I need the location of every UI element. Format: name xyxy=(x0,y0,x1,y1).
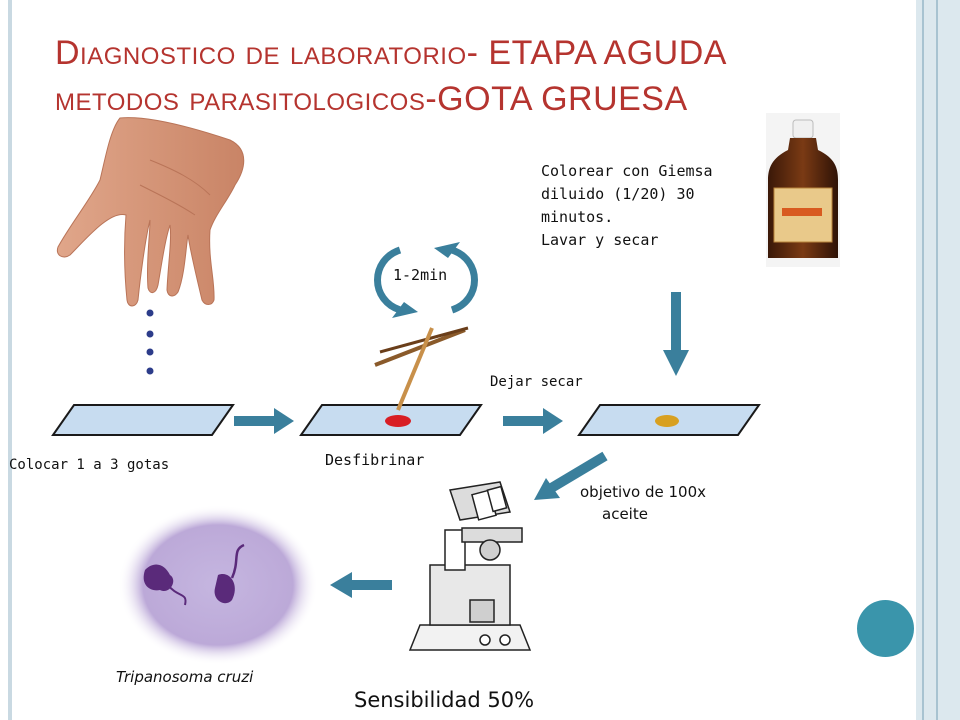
blood-drop-spot xyxy=(385,415,411,427)
title-line1-part-a: Diagnostico de laboratorio xyxy=(55,34,467,72)
label-desfibrinar: Desfibrinar xyxy=(325,451,425,469)
slide-border-left xyxy=(8,0,12,720)
rotation-arrows-icon xyxy=(374,242,478,318)
colorear-line-2: diluido (1/20) 30 xyxy=(541,185,695,203)
label-dejar-secar: Dejar secar xyxy=(490,374,583,390)
slide-title: Diagnostico de laboratorio- ETAPA AGUDA … xyxy=(55,30,815,122)
title-line1-part-b: - ETAPA AGUDA xyxy=(466,34,727,72)
glass-slide-1 xyxy=(51,404,235,436)
colorear-line-3: minutos. xyxy=(541,208,614,226)
label-objetivo: objetivo de 100x aceite xyxy=(580,481,706,525)
label-sensibilidad: Sensibilidad 50% xyxy=(354,688,535,712)
toothpicks-icon xyxy=(374,326,469,411)
accent-circle xyxy=(857,600,914,657)
blood-drops xyxy=(146,309,154,375)
label-colocar-gotas: Colocar 1 a 3 gotas xyxy=(9,457,170,473)
title-line2-part-b: -GOTA GRUESA xyxy=(425,80,688,118)
arrow-left xyxy=(330,572,392,598)
label-especie: Tripanosoma cruzi xyxy=(116,668,254,686)
title-line2-part-a: metodos parasitologicos xyxy=(55,80,426,118)
label-tiempo: 1-2min xyxy=(393,266,448,284)
trypanosome-smear-image xyxy=(118,505,318,665)
label-colorear-giemsa: Colorear con Giemsa diluido (1/20) 30 mi… xyxy=(541,160,713,252)
hand-illustration xyxy=(56,117,245,307)
microscope-icon xyxy=(408,481,532,651)
objetivo-line-2: aceite xyxy=(602,505,648,523)
colorear-line-4: Lavar y secar xyxy=(541,231,659,249)
arrow-down xyxy=(663,292,689,376)
arrow-right-2 xyxy=(503,408,563,434)
arrow-diagonal xyxy=(534,451,608,500)
objetivo-line-1: objetivo de 100x xyxy=(580,483,706,501)
giemsa-bottle-icon xyxy=(766,113,840,267)
diagram-canvas xyxy=(51,113,840,665)
arrow-right-1 xyxy=(234,408,294,434)
slide-border-right xyxy=(916,0,960,720)
stained-drop-spot xyxy=(655,415,679,427)
colorear-line-1: Colorear con Giemsa xyxy=(541,162,713,180)
